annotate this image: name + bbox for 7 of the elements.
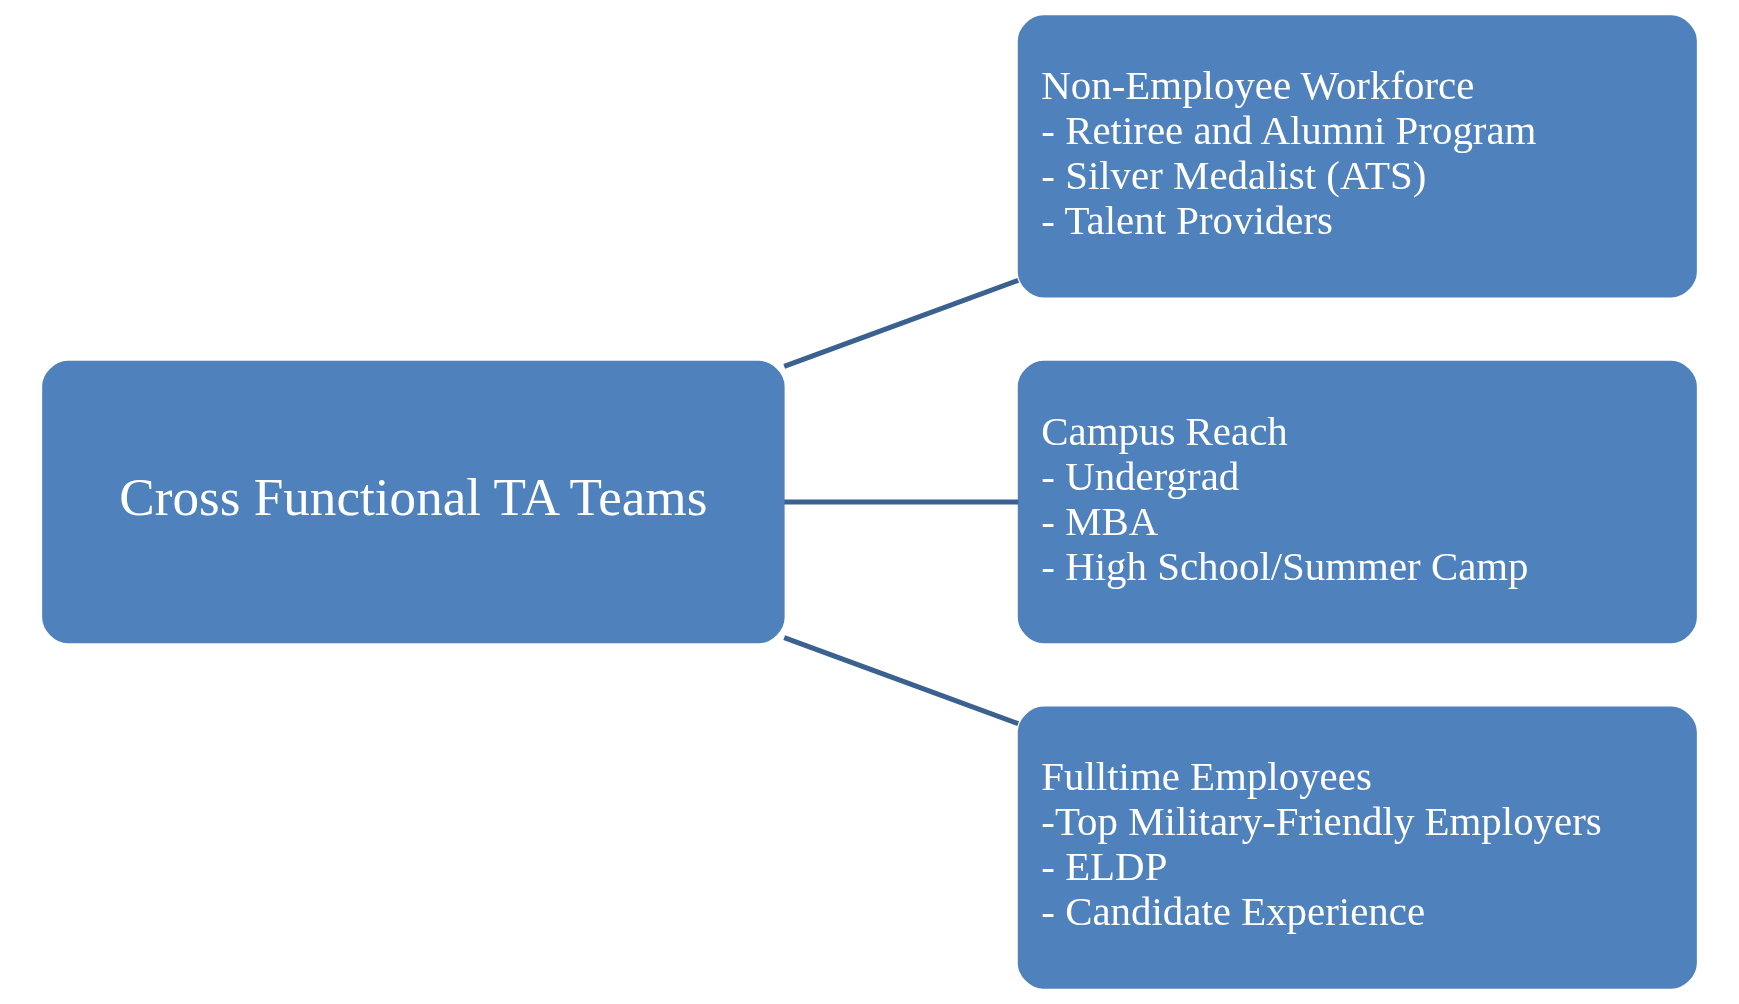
connector (784, 499, 1019, 505)
node-box: Campus Reach - Undergrad - MBA - High School/Summer Camp (1017, 360, 1697, 644)
connector (783, 635, 1020, 727)
node-box: Non-Employee Workforce - Retiree and Alumni Program - Silver Medalist (ATS) - Talent Providers (1017, 15, 1697, 298)
node-box: Cross Functional TA Teams (42, 360, 785, 644)
node-box: Fulltime Employees -Top Military-Friendly Employers - ELDP - Candidate Experience (1017, 706, 1697, 989)
connector (783, 277, 1020, 369)
